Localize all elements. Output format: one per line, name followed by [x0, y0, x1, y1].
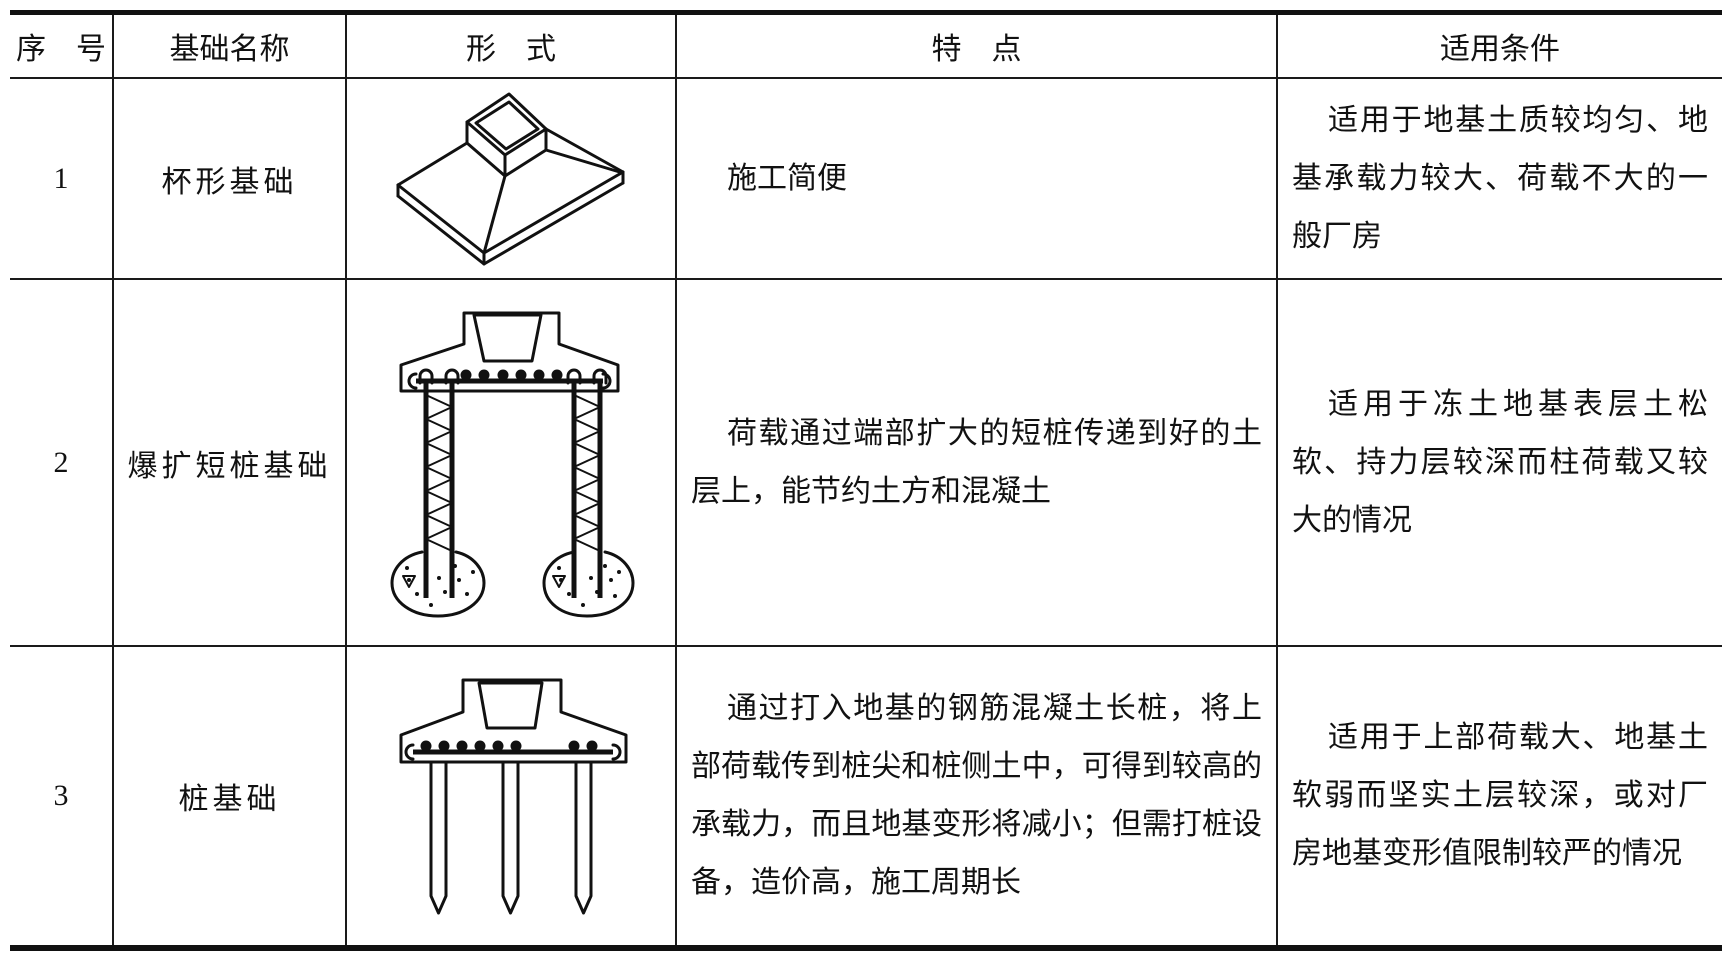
belled-short-pile-foundation-diagram	[390, 311, 635, 618]
header-form: 形 式	[345, 11, 677, 79]
row1-serial-number: 1	[10, 77, 114, 280]
row1-form-cell	[345, 77, 677, 280]
row3-features-text: 通过打入地基的钢筋混凝土长桩，将上部荷载传到桩尖和桩侧土中，可得到较高的承载力，…	[691, 692, 1262, 899]
row3-form-cell	[345, 645, 677, 949]
row2-form-cell	[345, 278, 677, 647]
row1-conditions-cell: 适用于地基土质较均匀、地基承载力较大、荷载不大的一般厂房	[1276, 77, 1722, 280]
row3-conditions-cell: 适用于上部荷载大、地基土软弱而坚实土层较深，或对厂房地基变形值限制较严的情况	[1276, 645, 1722, 949]
pile-foundation-diagram	[399, 678, 628, 915]
header-applicable-conditions: 适用条件	[1276, 11, 1722, 79]
row3-serial-number: 3	[10, 645, 114, 949]
row2-serial-number: 2	[10, 278, 114, 647]
row1-features-cell: 施工简便	[675, 77, 1278, 280]
header-features: 特 点	[675, 11, 1278, 79]
row3-features-cell: 通过打入地基的钢筋混凝土长桩，将上部荷载传到桩尖和桩侧土中，可得到较高的承载力，…	[675, 645, 1278, 949]
row2-features-text: 荷载通过端部扩大的短桩传递到好的土层上，能节约土方和混凝土	[691, 416, 1262, 508]
table-header-row: 序 号 基础名称 形 式 特 点 适用条件	[10, 11, 1722, 79]
row2-foundation-name: 爆扩短桩基础	[112, 278, 347, 647]
row3-foundation-name: 桩基础	[112, 645, 347, 949]
table-row: 1 杯形基础	[10, 77, 1722, 280]
row1-foundation-name: 杯形基础	[112, 77, 347, 280]
cup-foundation-isometric-diagram	[396, 92, 625, 266]
row1-conditions-text: 适用于地基土质较均匀、地基承载力较大、荷载不大的一般厂房	[1292, 103, 1708, 253]
foundation-types-table: 序 号 基础名称 形 式 特 点 适用条件 1 杯形基础	[10, 10, 1722, 951]
row3-conditions-text: 适用于上部荷载大、地基土软弱而坚实土层较深，或对厂房地基变形值限制较严的情况	[1292, 721, 1708, 870]
bulb-stipple-dots	[405, 564, 621, 607]
row1-features-text: 施工简便	[727, 161, 847, 195]
row2-conditions-text: 适用于冻土地基表层土松软、持力层较深而柱荷载又较大的情况	[1292, 387, 1708, 537]
row2-features-cell: 荷载通过端部扩大的短桩传递到好的土层上，能节约土方和混凝土	[675, 278, 1278, 647]
header-foundation-name: 基础名称	[112, 11, 347, 79]
table-row: 2 爆扩短桩基础	[10, 278, 1722, 647]
row2-conditions-cell: 适用于冻土地基表层土松软、持力层较深而柱荷载又较大的情况	[1276, 278, 1722, 647]
table-row: 3 桩基础	[10, 645, 1722, 949]
header-serial-number: 序 号	[10, 11, 114, 79]
